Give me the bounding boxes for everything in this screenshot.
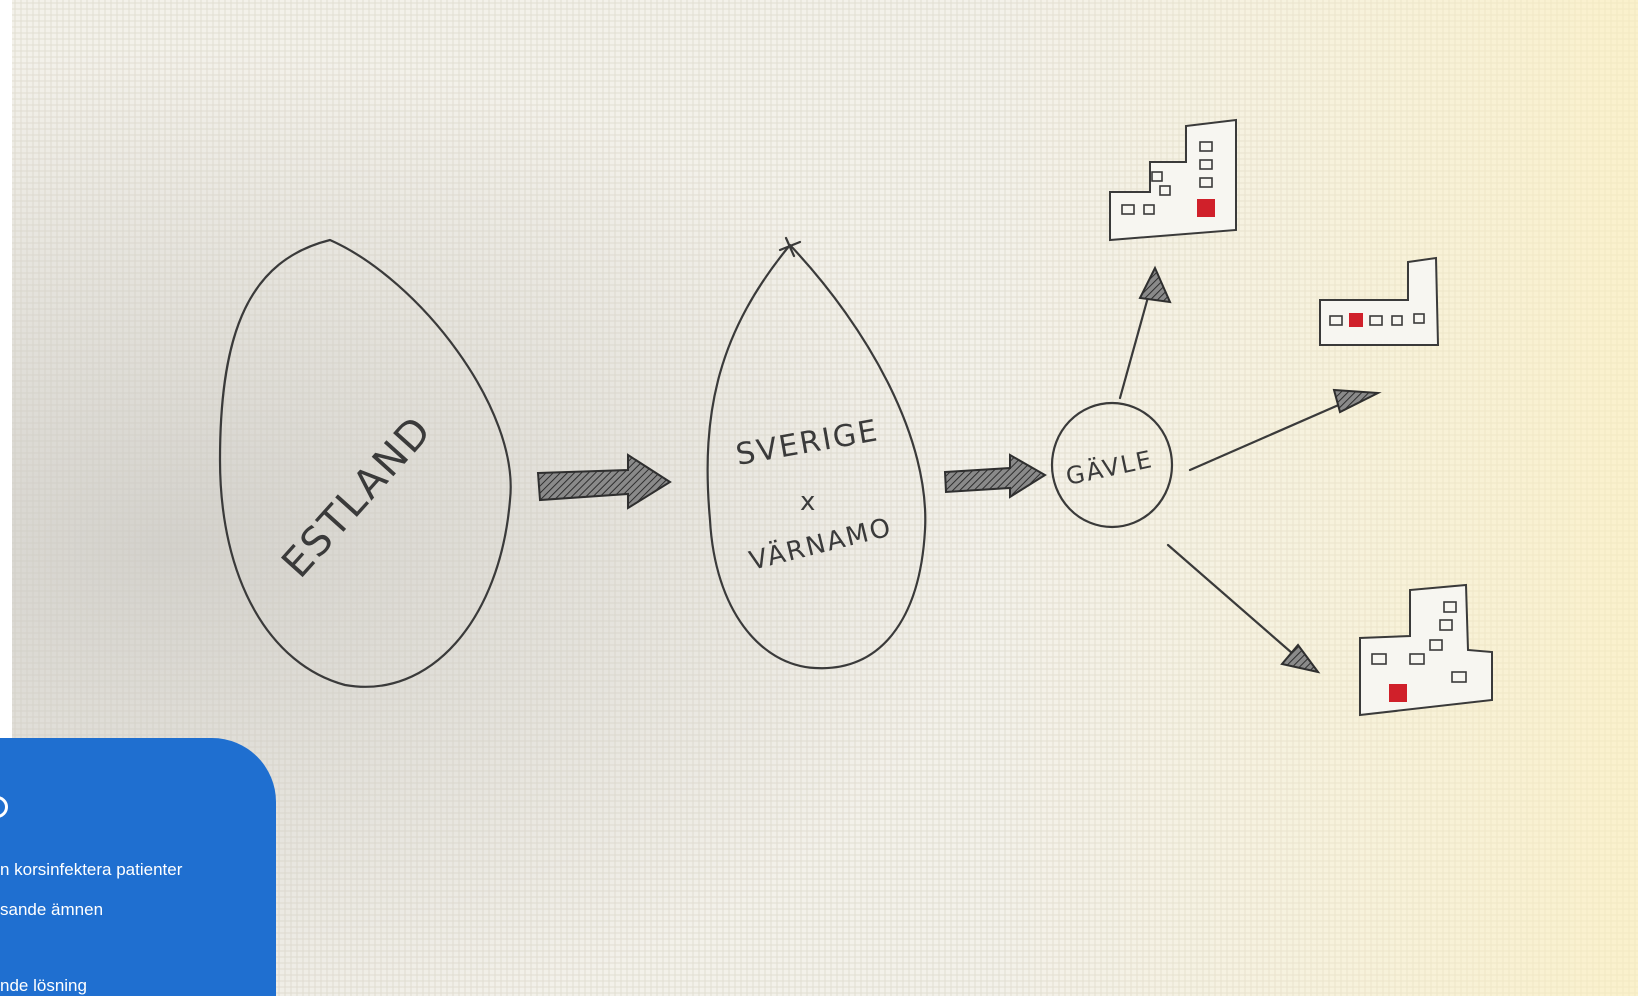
hospital-building-2	[1319, 256, 1440, 346]
arrow-to-hospital-2	[1188, 398, 1352, 472]
circle-icon	[0, 796, 8, 818]
node-sverige-mark: x	[800, 487, 817, 517]
node-estland-shape	[218, 238, 512, 688]
info-card: n korsinfektera patienter sande ämnen nd…	[0, 738, 276, 996]
hospital-building-3	[1359, 583, 1493, 717]
node-gavle-shape	[1050, 401, 1174, 529]
node-sverige-shape	[706, 243, 927, 670]
card-line-1: n korsinfektera patienter	[0, 860, 183, 879]
hospital-building-1	[1109, 118, 1237, 242]
card-line-2: sande ämnen	[0, 900, 104, 919]
arrow-estland-to-sverige	[536, 453, 672, 510]
arrow-to-hospital-1	[1118, 288, 1152, 400]
arrow-to-hospital-3	[1166, 543, 1302, 662]
card-line-3: nde lösning	[0, 976, 87, 995]
arrow-sverige-to-gavle	[943, 453, 1047, 499]
